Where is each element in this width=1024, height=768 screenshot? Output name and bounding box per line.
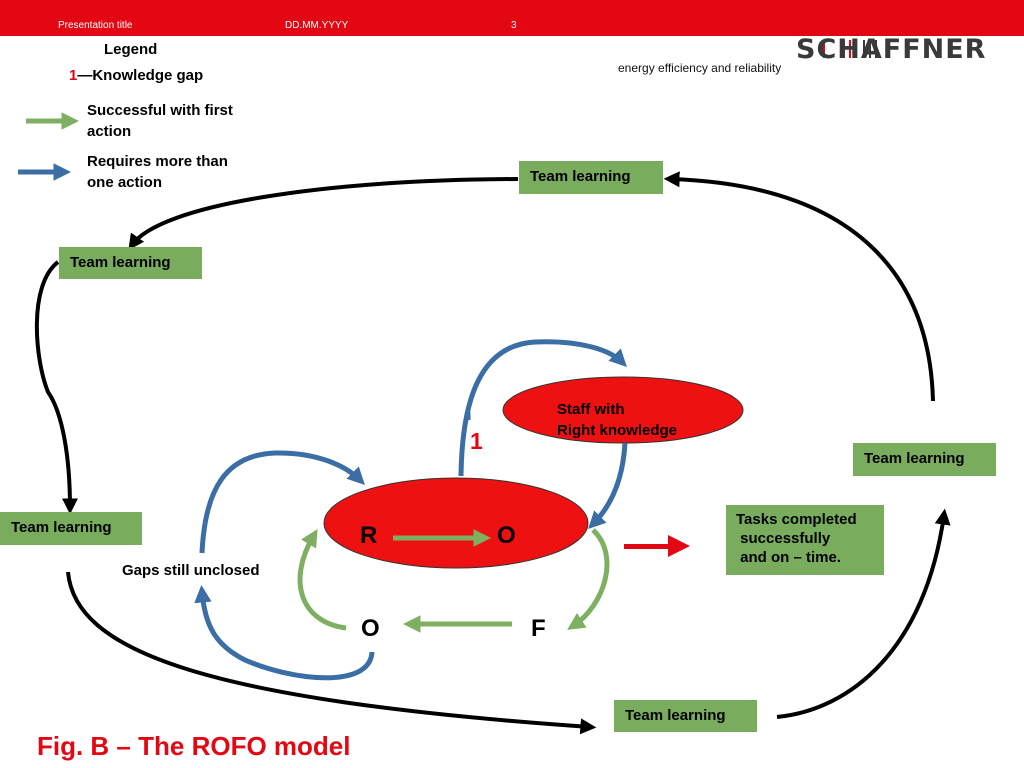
red-result-arrow [624, 535, 690, 557]
brand-logo-text: SCHAFFNER [796, 34, 987, 65]
legend-blue-line2: one action [87, 174, 163, 191]
legend-title: Legend [104, 41, 158, 58]
green-arrow-o-to-r [297, 528, 347, 631]
schaffner-logo-bars-icon [823, 40, 877, 58]
team-learning-box-left-upper: Team learning [59, 247, 202, 279]
presentation-date: DD.MM.YYYY [285, 20, 349, 31]
gaps-label: Gaps still unclosed [122, 562, 260, 579]
cycle-arrow-bottom [66, 571, 597, 735]
blue-arrow-to-r [199, 450, 365, 554]
green-arrow-o-to-f [567, 528, 610, 630]
legend-green-line1: Successful with first [87, 102, 233, 119]
legend-blue-label: Requires more than one action [87, 151, 228, 193]
staff-line2: Right knowledge [557, 422, 677, 439]
knowledge-gap-marker: 1 [470, 428, 483, 454]
blue-arrow-staff-to-o [588, 442, 628, 529]
letter-f: F [531, 615, 546, 642]
cycle-arrow-left [34, 260, 78, 515]
legend-gap-number: 1 [69, 67, 78, 84]
team-learning-box-bottom: Team learning [614, 700, 757, 732]
presentation-title: Presentation title [58, 20, 133, 31]
legend-knowledge-gap: 1—Knowledge gap [69, 67, 203, 84]
legend-green-line2: action [87, 123, 132, 140]
legend-gap-label: —Knowledge gap [77, 67, 204, 84]
staff-line1: Staff with [557, 401, 625, 418]
cycle-arrow-right-top [663, 171, 935, 402]
letter-r: R [360, 522, 378, 549]
blue-arrow-gaps-unclosed [194, 585, 375, 681]
blue-arrow-to-staff [458, 339, 627, 477]
cycle-arrow-right-up [776, 508, 951, 719]
team-learning-box-top: Team learning [519, 161, 663, 194]
tasks-completed-box: Tasks completed successfully and on – ti… [726, 505, 884, 575]
team-learning-box-left-lower: Team learning [0, 512, 142, 545]
header-bar: Presentation title DD.MM.YYYY 3 [0, 0, 1024, 36]
letter-o-top: O [497, 522, 516, 549]
letter-o-bottom: O [361, 615, 380, 642]
staff-label: Staff with Right knowledge [557, 399, 677, 441]
cycle-arrow-top [128, 177, 519, 251]
ro-ellipse [323, 477, 589, 569]
team-learning-box-right: Team learning [853, 443, 996, 476]
legend-blue-line1: Requires more than [87, 153, 228, 170]
page-number: 3 [511, 20, 517, 31]
brand-tagline: energy efficiency and reliability [618, 61, 782, 75]
legend-green-label: Successful with first action [87, 100, 233, 142]
figure-caption: Fig. B – The ROFO model [37, 731, 351, 761]
